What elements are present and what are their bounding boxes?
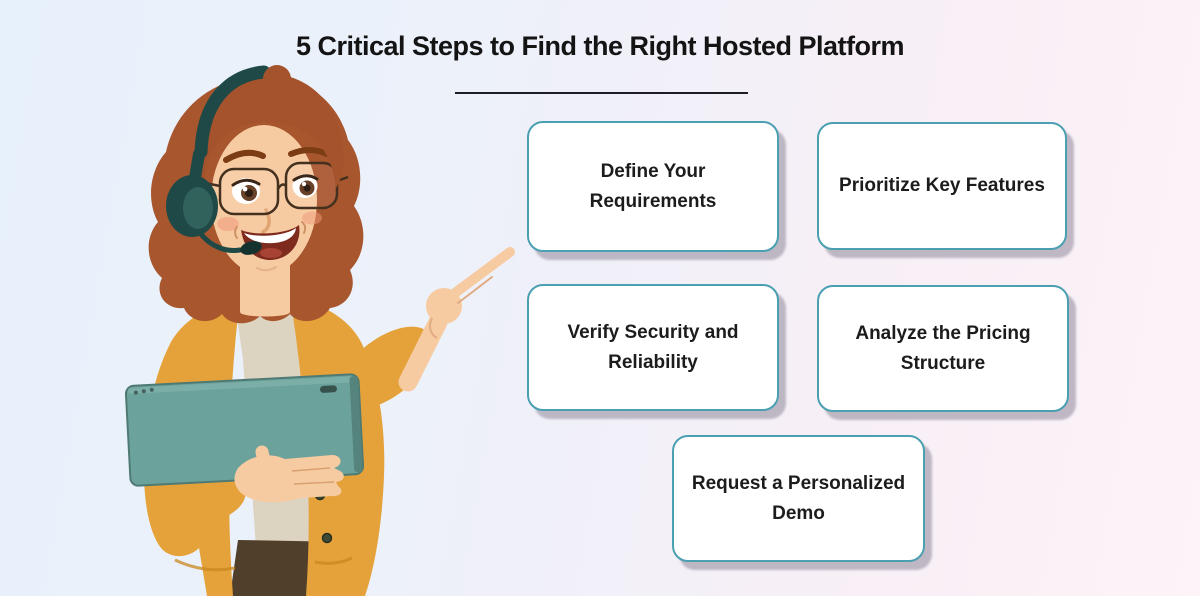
figure-pointing-hand xyxy=(398,247,515,392)
step-card-analyze-pricing: Analyze the Pricing Structure xyxy=(817,285,1069,412)
step-label: Verify Security and Reliability xyxy=(567,322,739,373)
headset-mic-boom xyxy=(197,230,243,253)
step-label: Define Your Requirements xyxy=(589,161,717,212)
eyebrow xyxy=(223,149,266,163)
eye xyxy=(292,174,319,198)
step-card-define-requirements: Define Your Requirements xyxy=(527,121,779,252)
step-card-request-demo: Request a Personalized Demo xyxy=(672,435,925,562)
step-label: Prioritize Key Features xyxy=(839,175,1045,197)
eye xyxy=(231,178,261,204)
headset xyxy=(166,65,291,255)
figure-hand-holding xyxy=(234,445,344,503)
figure-hair-front xyxy=(198,73,344,188)
step-card-prioritize-features: Prioritize Key Features xyxy=(817,122,1067,250)
page-title: 5 Critical Steps to Find the Right Hoste… xyxy=(295,31,905,61)
headset-mic xyxy=(240,241,262,255)
step-label: Analyze the Pricing Structure xyxy=(855,323,1031,374)
title-underline xyxy=(455,92,748,94)
eyebrow xyxy=(288,147,330,157)
step-card-verify-security: Verify Security and Reliability xyxy=(527,284,779,411)
cardigan-button xyxy=(321,532,333,544)
headset-band xyxy=(194,65,271,159)
glasses xyxy=(204,161,349,216)
tablet-camera xyxy=(319,385,337,393)
step-label: Request a Personalized Demo xyxy=(691,473,906,524)
illustration-support-woman xyxy=(124,65,515,596)
